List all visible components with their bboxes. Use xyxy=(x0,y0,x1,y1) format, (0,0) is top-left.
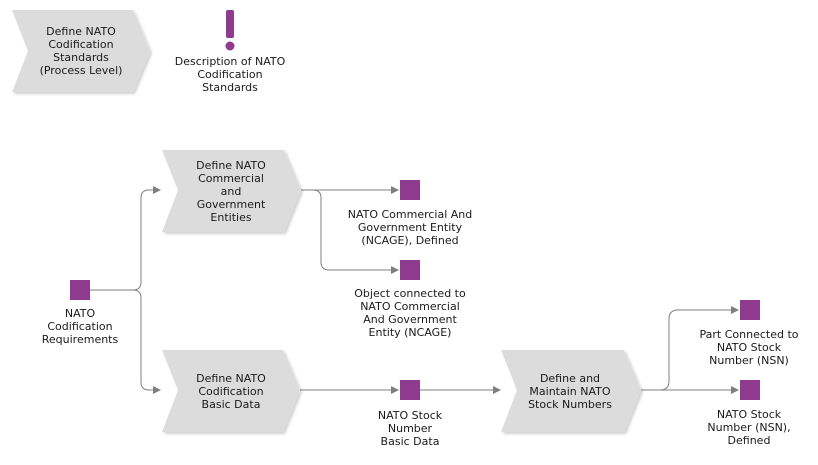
object-nsn-defined-square[interactable] xyxy=(740,380,760,400)
process-entities-shape[interactable] xyxy=(162,150,301,232)
object-requirements-square[interactable] xyxy=(70,280,90,300)
object-object-ncage-square[interactable] xyxy=(400,260,420,280)
process-entities-label: Define NATO Commercial and Government En… xyxy=(196,158,266,224)
object-ncage-defined-square[interactable] xyxy=(400,180,420,200)
connector-requirements-to-entities xyxy=(90,186,161,291)
header-process-label: Define NATO Codification Standards (Proc… xyxy=(39,25,123,77)
object-part-nsn-square[interactable] xyxy=(740,300,760,320)
header-description-label: Description of NATO Codification Standar… xyxy=(174,55,286,94)
object-requirements-label: NATO Codification Requirements xyxy=(41,307,119,346)
process-stock-numbers-label: Define and Maintain NATO Stock Numbers xyxy=(528,371,612,411)
object-stock-basic-square[interactable] xyxy=(400,380,420,400)
object-object-ncage-label: Object connected to NATO Commercial And … xyxy=(354,287,466,339)
exclamation-icon xyxy=(225,10,235,51)
object-nsn-defined-label: NATO Stock Number (NSN), Defined xyxy=(707,408,791,447)
object-part-nsn-label: Part Connected to NATO Stock Number (NSN… xyxy=(699,328,799,367)
connector-lines xyxy=(90,186,739,394)
header-process-shape[interactable] xyxy=(12,10,150,92)
process-basic-data-label: Define NATO Codification Basic Data xyxy=(196,371,266,411)
object-stock-basic-label: NATO Stock Number Basic Data xyxy=(377,409,443,448)
object-ncage-defined-label: NATO Commercial And Government Entity (N… xyxy=(347,208,473,247)
connector-requirements-to-basic-data xyxy=(132,289,161,394)
process-basic-data-shape[interactable] xyxy=(162,350,300,432)
connector-entities-to-object-ncage xyxy=(312,189,399,274)
process-stock-numbers-shape[interactable] xyxy=(501,350,641,432)
